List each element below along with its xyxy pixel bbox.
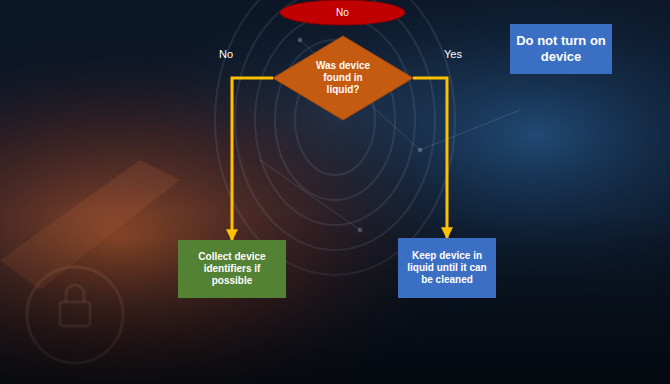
flow-arrow [413,78,447,238]
text-holder: Collect device identifiers if possible [183,251,281,287]
terminal-ellipse: No [280,0,405,25]
ellipse-fill [280,0,405,25]
process-box: Collect device identifiers if possible [178,240,286,298]
node-text: No [298,7,388,19]
flow-arrow [232,78,273,240]
node-text: Do not turn on device [515,33,607,64]
process-box: Keep device in liquid until it can be cl… [398,238,496,298]
text-holder: Was device found in liquid? [310,60,376,96]
text-holder: No [298,7,388,19]
node-text: Was device found in liquid? [310,60,376,96]
process-box: Do not turn on device [510,24,612,74]
text-holder: Keep device in liquid until it can be cl… [403,250,491,286]
decision-diamond: Was device found in liquid? [273,36,413,120]
branch-label: Yes [444,48,462,60]
branch-label: No [219,48,233,60]
node-text: Collect device identifiers if possible [183,251,281,287]
node-text: Keep device in liquid until it can be cl… [403,250,491,286]
diamond-fill [273,36,413,120]
text-holder: Do not turn on device [515,33,607,64]
